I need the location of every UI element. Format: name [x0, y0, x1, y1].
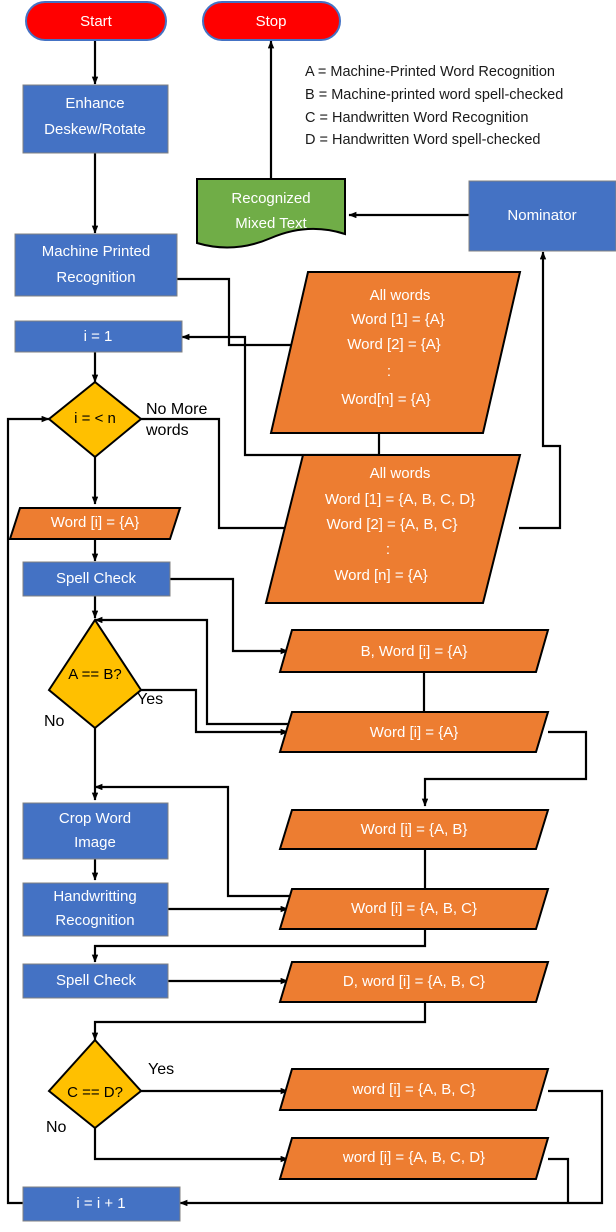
node-nominator-label: Nominator [507, 207, 576, 224]
node-all-words-bottom-row-3: : [386, 541, 390, 558]
legend-line-c: C = Handwritten Word Recognition [305, 110, 528, 126]
node-i-init[interactable]: i = 1 [14, 320, 183, 353]
node-spell-check-1[interactable]: Spell Check [22, 561, 171, 597]
edge-spellcheck1-to-b-word [170, 577, 289, 655]
node-recognized-line2: Mixed Text [235, 215, 307, 232]
node-word-i-ab-label: Word [i] = {A, B} [361, 821, 468, 838]
node-spell-check-2-label: Spell Check [56, 972, 137, 989]
edge-allwords-top-to-i-init [181, 333, 381, 457]
node-i-increment[interactable]: i = i + 1 [22, 1186, 181, 1222]
node-all-words-top-row-2: Word [2] = {A} [347, 336, 441, 353]
node-decision-i-lt-n-label: i = < n [74, 410, 116, 427]
node-all-words-top-row-1: Word [1] = {A} [351, 311, 445, 328]
node-start-label: Start [80, 13, 113, 30]
edge-label-no-more-words-line2: words [145, 422, 189, 439]
node-d-word-i-abc-label: D, word [i] = {A, B, C} [343, 973, 485, 990]
node-word-i-a-label: Word [i] = {A} [51, 514, 140, 531]
edge-decision-nomorewords-to-allwords-bottom [141, 417, 301, 532]
node-enhance-line2: Deskew/Rotate [44, 121, 146, 138]
node-i-increment-label: i = i + 1 [76, 1195, 125, 1212]
node-word-i-ab[interactable]: Word [i] = {A, B} [278, 809, 550, 850]
node-mpr-line1: Machine Printed [42, 243, 150, 260]
node-all-words-top-row-3: : [387, 363, 391, 380]
edge-aeqb-yes-to-word-i-a2 [141, 688, 289, 736]
node-word-i-abcd-label: word [i] = {A, B, C, D} [342, 1149, 485, 1166]
edge-mpr-to-allwords-top [177, 277, 306, 349]
edge-allwords-bottom-to-nominator [519, 251, 562, 530]
node-all-words-bottom-row-2: Word [2] = {A, B, C} [326, 516, 457, 533]
node-mpr-line2: Recognition [56, 269, 135, 286]
edge-word-i-ab-loop [94, 783, 427, 898]
edge-bword-loop-to-decision-aeqb [94, 616, 426, 726]
node-decision-c-eq-d-label: C == D? [67, 1084, 123, 1101]
node-stop-label: Stop [256, 13, 287, 30]
node-b-word-i-a-label: B, Word [i] = {A} [361, 643, 468, 660]
node-word-i-a-2[interactable]: Word [i] = {A} [278, 711, 550, 753]
node-i-init-label: i = 1 [84, 328, 113, 345]
node-recognized-line1: Recognized [231, 190, 310, 207]
node-decision-i-lt-n[interactable]: i = < n [47, 380, 143, 459]
node-nominator[interactable]: Nominator [468, 180, 616, 252]
node-recognized-mixed-text[interactable]: Recognized Mixed Text [196, 178, 346, 249]
node-all-words-top[interactable]: All words Word [1] = {A} Word [2] = {A} … [269, 271, 522, 434]
edge-word-abcd-to-increment [548, 1157, 570, 1203]
node-crop-word-image[interactable]: Crop Word Image [22, 802, 169, 860]
node-handwriting-line2: Recognition [55, 912, 134, 929]
node-handwriting-recognition[interactable]: Handwritting Recognition [22, 882, 169, 937]
node-word-i-abc-label: Word [i] = {A, B, C} [351, 900, 477, 917]
node-word-i-abc-low-label: word [i] = {A, B, C} [352, 1081, 476, 1098]
edge-label-yes-1: Yes [137, 691, 163, 708]
node-spell-check-1-label: Spell Check [56, 570, 137, 587]
edge-increment-to-decision-loop [6, 415, 50, 1205]
node-decision-a-eq-b[interactable]: A == B? [47, 618, 143, 730]
node-word-i-a[interactable]: Word [i] = {A} [8, 507, 182, 540]
edge-word-abc-to-increment [179, 1089, 604, 1207]
node-enhance-line1: Enhance [65, 95, 124, 112]
legend-line-b: B = Machine-printed word spell-checked [305, 87, 563, 103]
connector-layer [6, 39, 604, 1207]
node-word-i-a-2-label: Word [i] = {A} [370, 724, 459, 741]
node-d-word-i-abc[interactable]: D, word [i] = {A, B, C} [278, 961, 550, 1003]
node-stop[interactable]: Stop [202, 1, 341, 41]
legend-line-d: D = Handwritten Word spell-checked [305, 132, 540, 148]
edge-label-yes-2: Yes [148, 1061, 174, 1078]
node-all-words-bottom-row-1: Word [1] = {A, B, C, D} [325, 491, 475, 508]
node-word-i-abc-low[interactable]: word [i] = {A, B, C} [278, 1068, 550, 1111]
node-decision-c-eq-d[interactable]: C == D? [47, 1038, 143, 1130]
edge-dword-loop-to-decision-ceqd [91, 1002, 427, 1041]
node-word-i-abc[interactable]: Word [i] = {A, B, C} [278, 888, 550, 930]
edge-label-no-2: No [46, 1119, 67, 1136]
edge-label-no-more-words-line1: No More [146, 401, 207, 418]
node-b-word-i-a[interactable]: B, Word [i] = {A} [278, 629, 550, 673]
node-spell-check-2[interactable]: Spell Check [22, 963, 169, 999]
node-enhance[interactable]: Enhance Deskew/Rotate [22, 84, 169, 154]
node-all-words-bottom-header: All words [370, 465, 431, 482]
node-crop-line2: Image [74, 834, 116, 851]
node-start[interactable]: Start [25, 1, 167, 41]
edge-label-no-1: No [44, 713, 65, 730]
node-crop-line1: Crop Word [59, 810, 131, 827]
node-all-words-top-header: All words [370, 287, 431, 304]
node-all-words-top-row-4: Word[n] = {A} [341, 391, 430, 408]
edge-ceqd-no-to-word-abcd [93, 1128, 289, 1163]
node-handwriting-line1: Handwritting [53, 888, 136, 905]
edge-word-i-abc-loop-to-spellcheck2 [91, 929, 427, 963]
edge-word-i-a2-to-word-i-ab [421, 730, 588, 807]
node-word-i-abcd[interactable]: word [i] = {A, B, C, D} [278, 1137, 550, 1180]
node-decision-a-eq-b-label: A == B? [68, 666, 121, 683]
node-all-words-bottom-row-4: Word [n] = {A} [334, 567, 428, 584]
legend-line-a: A = Machine-Printed Word Recognition [305, 64, 555, 80]
node-all-words-bottom[interactable]: All words Word [1] = {A, B, C, D} Word [… [264, 454, 522, 604]
node-machine-printed-recognition[interactable]: Machine Printed Recognition [14, 233, 178, 297]
legend: A = Machine-Printed Word Recognition B =… [305, 64, 563, 148]
